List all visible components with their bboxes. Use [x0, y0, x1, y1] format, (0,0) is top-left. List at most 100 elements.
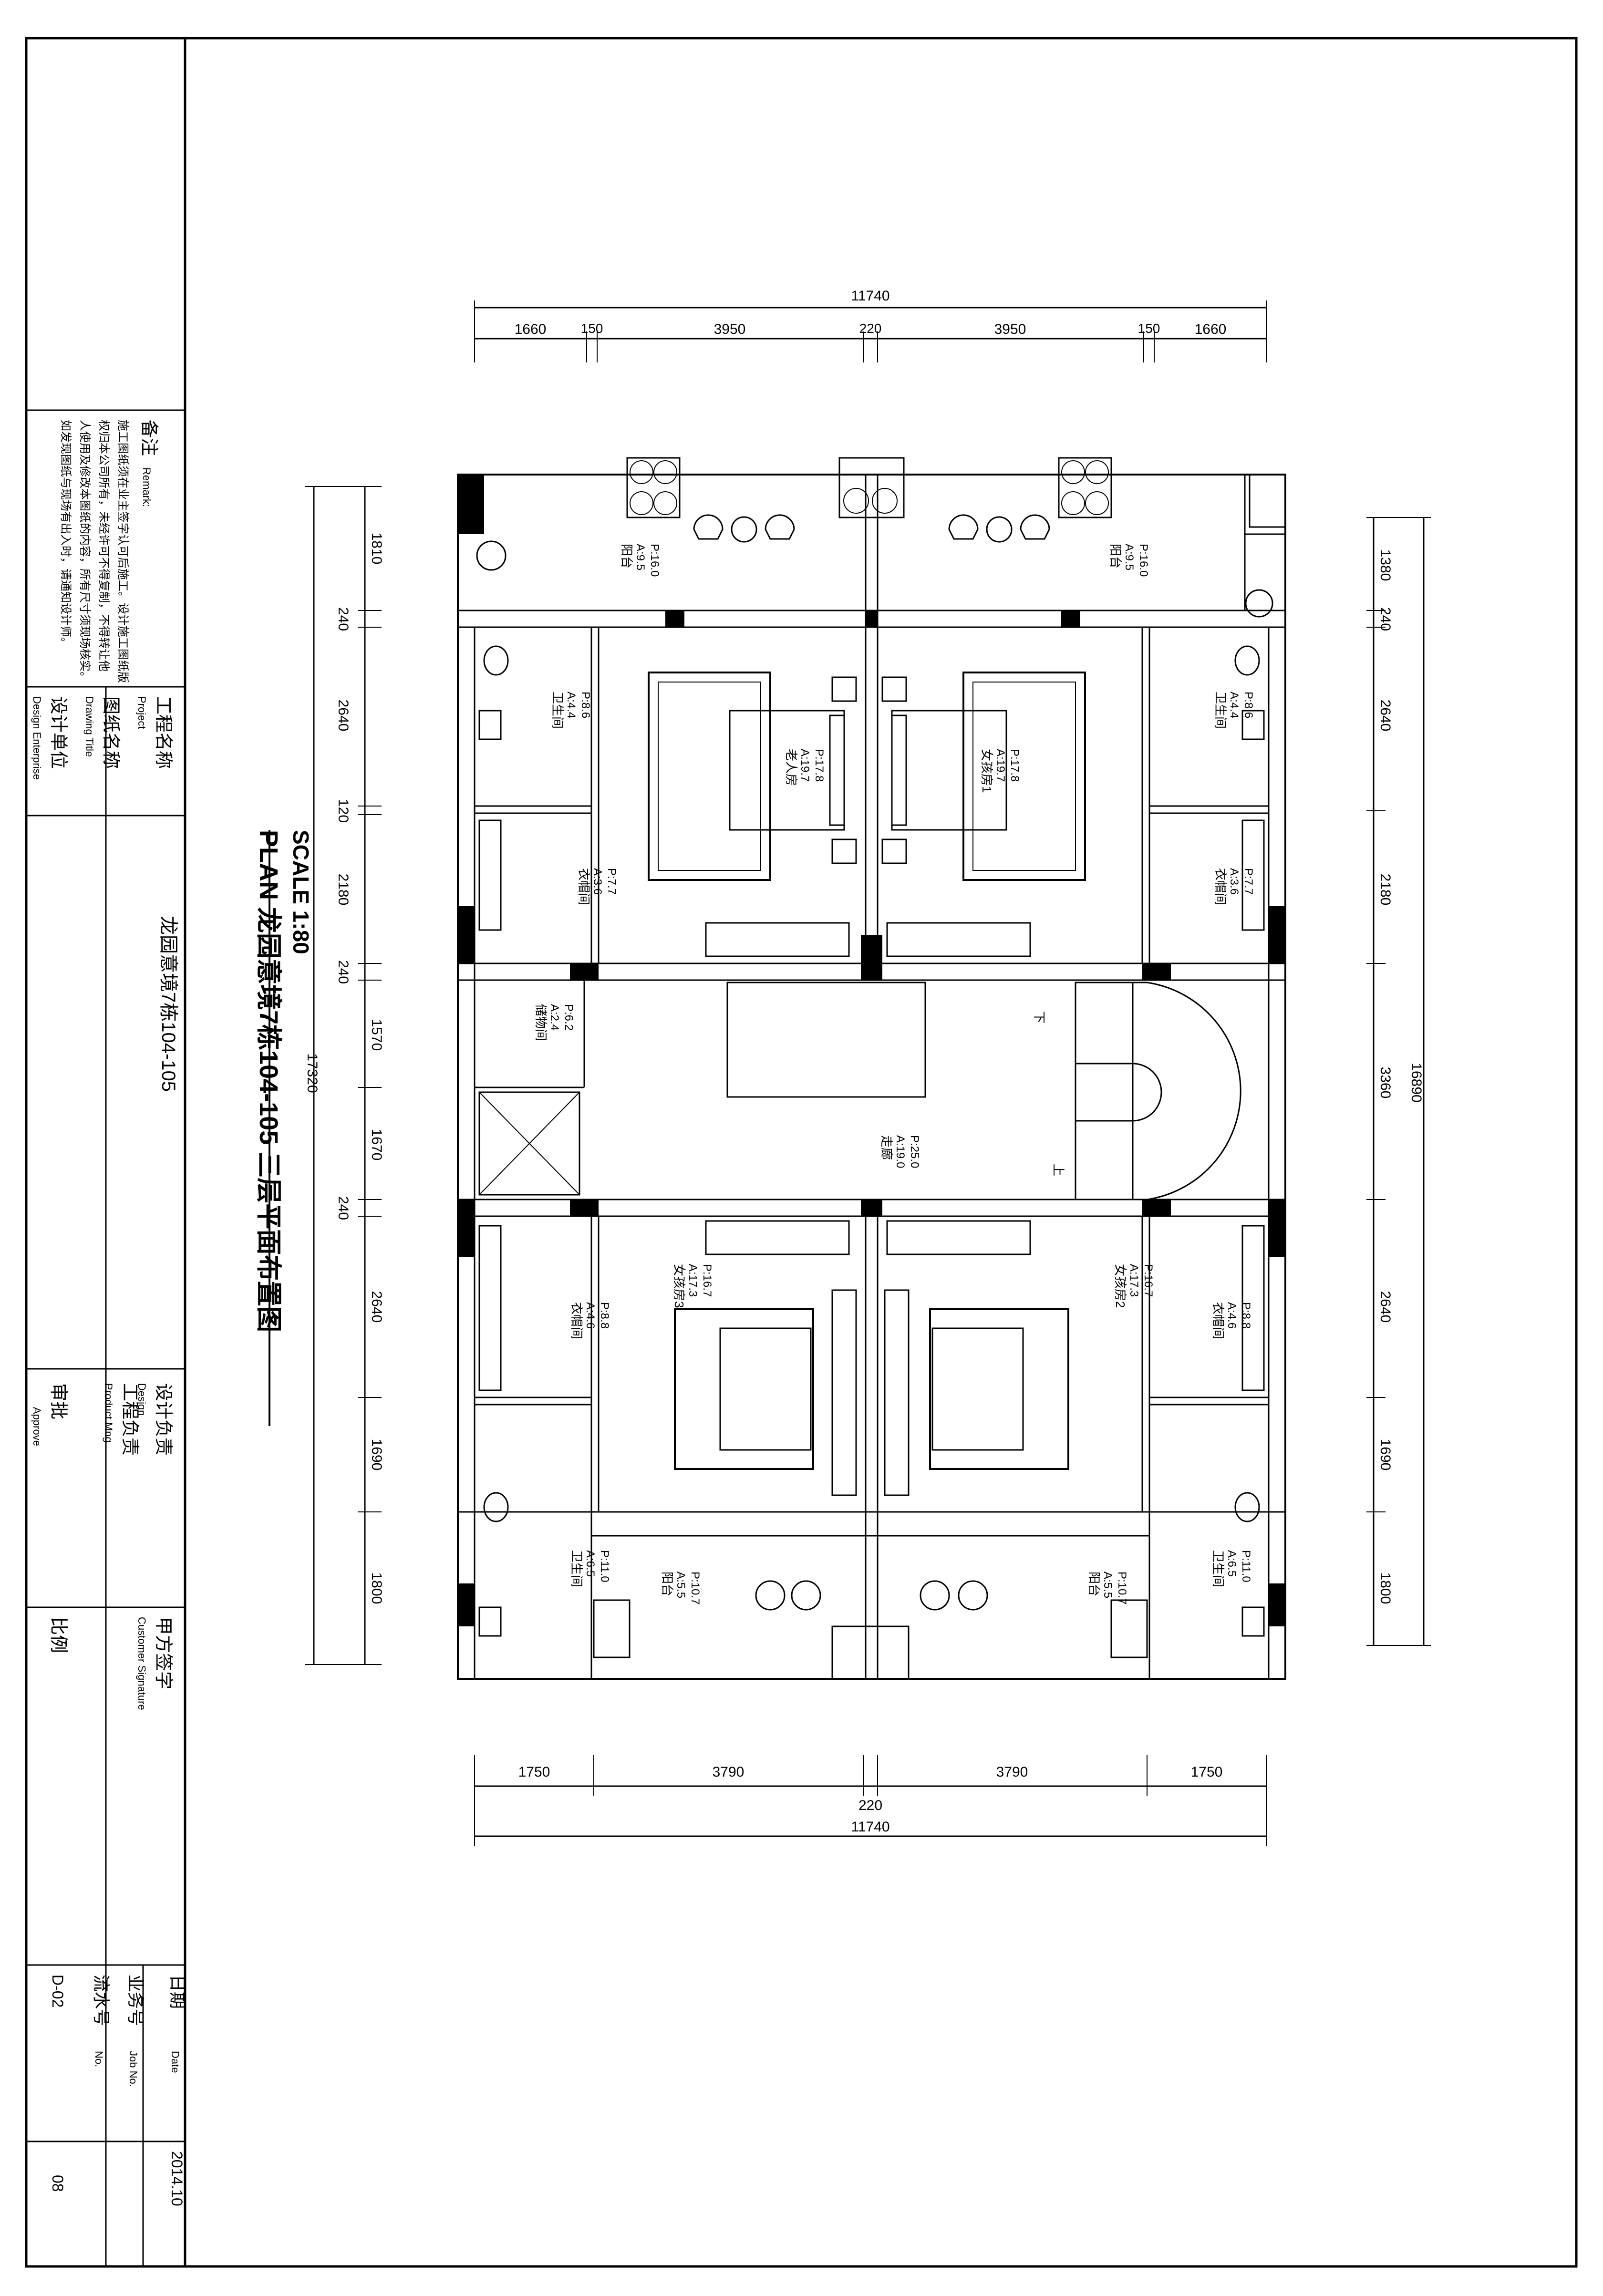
design-company-label: 设计单位 — [48, 696, 68, 769]
room-text: P:7.7 — [1242, 868, 1255, 895]
remark-line-3: 人使用及修改本图纸的内容，所有尺寸须现场核实。 — [78, 420, 91, 683]
room-text: P:8.6 — [1242, 692, 1255, 718]
approve-label: 审批 — [48, 1383, 68, 1419]
engineer-label: 工程负责 — [120, 1383, 140, 1456]
room-text: 衣帽间 — [1211, 1302, 1225, 1339]
room-text: A:5.5 — [674, 1572, 687, 1598]
dim-top-1: 150 — [581, 321, 603, 336]
remarks-label-en: Remark: — [141, 467, 153, 507]
room-text: 卫生间 — [550, 692, 565, 729]
date-value: 2014.10 — [168, 2151, 186, 2206]
remark-line-2: 权归本公司所有，未经许可不得复制，不得转让他 — [97, 420, 110, 672]
room-girl-bedroom-1: 女孩房1 A:19.7 P:17.8 — [980, 749, 1021, 793]
dimension-top: 11740 1660 150 3950 220 3950 150 1660 — [474, 288, 1267, 362]
dim-right-total: 16890 — [1408, 1063, 1424, 1102]
room-text: 衣帽间 — [569, 1302, 584, 1339]
engineer-label-en: Product Mng — [103, 1383, 114, 1443]
room-text: A:6.5 — [1225, 1550, 1238, 1577]
room-balcony-tl: 阳台 A:9.5 P:16.0 — [620, 544, 661, 577]
client-sign-label-en: Customer Signature — [136, 1617, 148, 1710]
serial-label-en: No. — [93, 2051, 105, 2067]
room-balcony-tr: 阳台 A:9.5 P:16.0 — [1108, 544, 1150, 577]
room-text: 阳台 — [1087, 1572, 1101, 1596]
room-text: A:2.4 — [548, 1004, 561, 1031]
project-name: 龙园意境7栋104-105 — [158, 916, 179, 1092]
dimension-left: 1810 240 2640 120 2180 240 1570 1670 240… — [304, 486, 384, 1665]
dim-right-1: 240 — [1377, 607, 1393, 631]
room-bath-tl: 卫生间 A:4.4 P:8.6 — [550, 692, 592, 729]
room-text: P:16.7 — [1142, 1264, 1155, 1297]
job-number-label-en: Job No. — [127, 2051, 139, 2087]
room-text: A:4.6 — [1225, 1302, 1238, 1329]
dim-top-0: 1660 — [515, 321, 547, 337]
room-text: P:16.0 — [648, 544, 661, 577]
room-text: 卫生间 — [1213, 692, 1228, 729]
project-label-en: Project — [136, 696, 148, 729]
room-text: 阳台 — [620, 544, 634, 569]
dim-left-7: 1670 — [369, 1129, 384, 1161]
dim-left-3: 120 — [335, 799, 351, 823]
room-text: 女孩房2 — [1113, 1264, 1127, 1308]
room-text: P:11.0 — [1240, 1550, 1252, 1582]
date-label: 日期 — [168, 1975, 187, 2009]
title-block: 备注 Remark: 施工图纸须在业主签字认可后施工。设计施工图纸版 权归本公司… — [26, 409, 187, 2266]
room-text: P:16.7 — [701, 1264, 714, 1297]
dim-bottom-2: 3790 — [996, 1764, 1028, 1780]
room-text: P:8.6 — [579, 692, 592, 718]
drawing-number: D-02 — [49, 1975, 66, 2007]
room-text: 衣帽间 — [1213, 868, 1228, 905]
designer-label: 设计负责 — [153, 1383, 173, 1456]
project-label: 工程名称 — [153, 696, 173, 769]
room-corridor: 走廊 A:19.0 P:25.0 — [879, 1135, 921, 1168]
room-closet-tr: 衣帽间 A:3.6 P:7.7 — [1213, 868, 1255, 905]
remark-line-4: 如发现图纸与现场有出入时，请通知设计师。 — [59, 420, 72, 649]
dim-top-2: 3950 — [714, 321, 746, 337]
room-text: A:19.0 — [894, 1135, 907, 1168]
room-elder-bedroom: 老人房 A:19.7 P:17.8 — [784, 749, 826, 786]
room-text: P:10.7 — [1116, 1572, 1128, 1604]
dim-bottom-3: 1750 — [1191, 1764, 1223, 1780]
room-text: P:7.7 — [605, 868, 618, 895]
room-closet-tl: 衣帽间 A:3.6 P:7.7 — [577, 868, 618, 905]
room-text: 卫生间 — [1211, 1550, 1225, 1587]
dim-left-8: 240 — [335, 1196, 351, 1220]
dim-bottom-total: 11740 — [851, 1819, 889, 1835]
dim-right-2: 2640 — [1377, 700, 1393, 732]
dim-top-5: 150 — [1138, 321, 1160, 336]
dim-bottom-mid: 220 — [858, 1798, 882, 1813]
plan-walls — [457, 474, 1286, 1680]
drawing-title-label: 图纸名称 — [101, 696, 121, 769]
room-text: P:8.8 — [1240, 1302, 1252, 1329]
room-text: P:25.0 — [908, 1135, 921, 1168]
plan-scale: SCALE 1:80 — [289, 830, 313, 954]
dim-top-4: 3950 — [994, 321, 1026, 337]
room-text: 走廊 — [879, 1135, 894, 1160]
room-balcony-br: 阳台 A:5.5 P:10.7 — [1087, 1572, 1128, 1604]
room-bath-bl: 卫生间 A:6.5 P:11.0 — [569, 1550, 611, 1587]
sheet-frame — [25, 37, 1578, 2268]
room-text: 卫生间 — [569, 1550, 584, 1587]
room-text: 衣帽间 — [577, 868, 591, 905]
room-girl-bedroom-3: 女孩房3 A:17.3 P:16.7 — [672, 1264, 714, 1308]
room-text: P:6.2 — [562, 1004, 575, 1031]
dim-top-total: 11740 — [851, 288, 889, 304]
room-text: P:17.8 — [813, 749, 826, 782]
room-text: A:9.5 — [1123, 544, 1136, 570]
room-text: 女孩房3 — [672, 1264, 686, 1308]
room-text: 老人房 — [784, 749, 798, 786]
room-closet-bl: 衣帽间 A:4.6 P:8.8 — [569, 1302, 611, 1339]
dim-left-4: 2180 — [335, 874, 351, 906]
dim-left-11: 1800 — [369, 1572, 384, 1604]
dim-left-9: 2640 — [369, 1291, 384, 1323]
remarks-label: 备注 — [139, 420, 159, 456]
dim-right-3: 2180 — [1377, 874, 1393, 906]
room-text: 阳台 — [1108, 544, 1123, 569]
room-text: A:3.6 — [1228, 868, 1241, 895]
room-bath-tr: 卫生间 A:4.4 P:8.6 — [1213, 692, 1255, 729]
room-text: P:16.0 — [1137, 544, 1150, 577]
approve-label-en: Approve — [31, 1407, 43, 1446]
serial-label: 流水号 — [92, 1975, 111, 2026]
dim-right-7: 1800 — [1377, 1572, 1393, 1604]
room-storage: 储物间 A:2.4 P:6.2 — [534, 1004, 575, 1041]
room-girl-bedroom-2: 女孩房2 A:17.3 P:16.7 — [1113, 1264, 1155, 1308]
